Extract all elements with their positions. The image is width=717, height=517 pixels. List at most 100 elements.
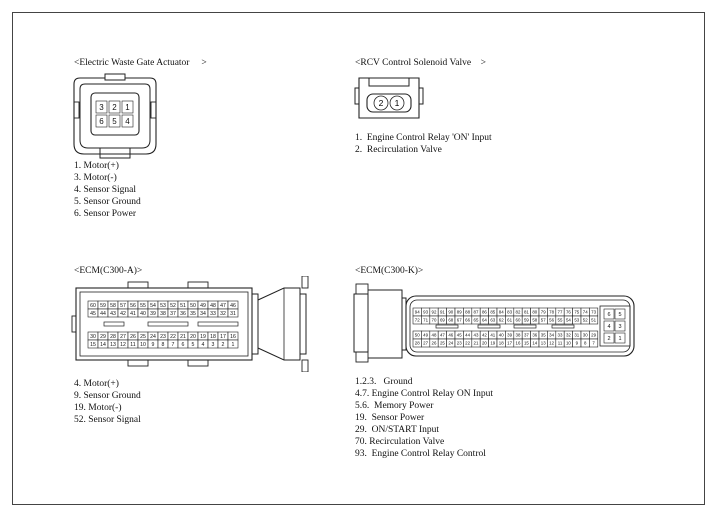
ecm-k-side-pin-label: 4 — [607, 324, 610, 330]
ecm-a-pin-label: 24 — [150, 334, 156, 340]
ecm-k-side-pin-box — [603, 320, 615, 332]
ecm-a-pin-label: 13 — [110, 342, 116, 348]
ewga-pin-item: 3. Motor(-) — [74, 173, 117, 183]
ecm-k-pin-label: 93 — [423, 310, 428, 315]
ecm-a-pin-label: 53 — [160, 303, 166, 309]
ecm-k-pin-label: 89 — [457, 310, 462, 315]
ecm-a-pin-label: 49 — [200, 303, 206, 309]
ecm-k-pin-label: 39 — [507, 333, 512, 338]
ecm-k-pin-label: 16 — [516, 341, 521, 346]
ecm-a-pin-item: 9. Sensor Ground — [74, 391, 141, 401]
ecm-a-pin-label: 21 — [180, 334, 186, 340]
ecm-k-pin-label: 86 — [482, 310, 487, 315]
ecm-k-pin-label: 33 — [558, 333, 563, 338]
ecm-k-pin-label: 32 — [566, 333, 571, 338]
ecm-a-pin-label: 2 — [222, 342, 225, 348]
ecm-a-pin-label: 4 — [202, 342, 205, 348]
ecm-k-pin-label: 85 — [490, 310, 495, 315]
ecm-k-side-pin-label: 3 — [618, 324, 621, 330]
ecm-a-pin-label: 29 — [100, 334, 106, 340]
rcv-pin-item: 2. Recirculation Valve — [355, 145, 442, 155]
ecm-a-pin-box — [227, 339, 239, 349]
ecm-a-pin-item: 19. Motor(-) — [74, 403, 122, 413]
ecm-a-pin-label: 52 — [170, 303, 176, 309]
ecm-a-pin-label: 18 — [210, 334, 216, 340]
ecm-k-pin-label: 12 — [549, 341, 554, 346]
ecm-k-side-pin-box — [614, 332, 626, 344]
ecm-k-pin-item: 1.2.3. Ground — [355, 377, 413, 387]
ecm-a-pin-label: 12 — [120, 342, 126, 348]
ecm-a-pin-label: 39 — [150, 311, 156, 317]
ecm-a-pin-label: 44 — [100, 311, 106, 317]
ecm-k-pin-label: 45 — [457, 333, 462, 338]
ecm-k-pin-label: 92 — [432, 310, 437, 315]
ecm-k-pin-label: 25 — [440, 341, 445, 346]
ewga-pin-item: 6. Sensor Power — [74, 209, 137, 219]
ewga-pin-item: 1. Motor(+) — [74, 161, 119, 171]
ecm-a-pin-label: 36 — [180, 311, 186, 317]
ecm-k-pin-label: 75 — [574, 310, 579, 315]
ecm-k-pin-label: 84 — [499, 310, 504, 315]
ecm-k-pin-label: 18 — [499, 341, 504, 346]
ecm-a-pin-label: 34 — [200, 311, 206, 317]
ecm-k-pin-label: 29 — [591, 333, 596, 338]
ewga-pin-list: 1. Motor(+) 3. Motor(-) 4. Sensor Signal… — [74, 160, 141, 220]
ecm-a-pin-label: 10 — [140, 342, 146, 348]
ecm-a-pin-label: 31 — [230, 311, 236, 317]
ecm-k-side-pin-label: 2 — [607, 336, 610, 342]
ecm-k-pin-item: 93. Engine Control Relay Control — [355, 449, 486, 459]
ecm-a-pin-label: 45 — [90, 311, 96, 317]
ecm-a-pin-label: 15 — [90, 342, 96, 348]
ecm-k-pin-label: 26 — [432, 341, 437, 346]
ecm-k-pin-label: 23 — [457, 341, 462, 346]
ecm-k-pin-label: 54 — [566, 318, 571, 323]
ecm-k-pin-label: 41 — [490, 333, 495, 338]
ecm-k-pin-item: 29. ON/START Input — [355, 425, 439, 435]
ecm-k-key-slot — [435, 324, 459, 329]
ecm-a-pin-label: 58 — [110, 303, 116, 309]
ecm-a-key-slot — [103, 321, 125, 327]
ecm-k-pin-label: 65 — [474, 318, 479, 323]
ecm-a-pin-box — [227, 308, 239, 318]
rcv-pin-item: 1. Engine Control Relay 'ON' Input — [355, 133, 492, 143]
ecm-k-pin-label: 78 — [549, 310, 554, 315]
ecm-k-pin-label: 40 — [499, 333, 504, 338]
ecm-k-pin-label: 42 — [482, 333, 487, 338]
ecm-k-pin-label: 9 — [576, 341, 579, 346]
ewga-cavity-label: 6 — [99, 117, 104, 126]
ecm-k-pin-label: 17 — [507, 341, 512, 346]
ewga-cavity-label: 4 — [125, 117, 130, 126]
ecm-k-pin-label: 88 — [465, 310, 470, 315]
ecm-a-pin-label: 20 — [190, 334, 196, 340]
page-frame — [12, 12, 705, 505]
ecm-k-pin-label: 28 — [415, 341, 420, 346]
ecm-k-pin-label: 94 — [415, 310, 420, 315]
ewga-cavity-box — [121, 114, 134, 128]
ecm-a-key-slot — [147, 321, 189, 327]
ecm-k-title: <ECM(C300-K)> — [355, 266, 424, 276]
ecm-a-title: <ECM(C300-A)> — [74, 266, 143, 276]
ecm-k-pin-box — [589, 315, 599, 325]
ecm-a-pin-label: 50 — [190, 303, 196, 309]
rcv-cavity-label: 1 — [395, 98, 400, 108]
ewga-title: <Electric Waste Gate Actuator > — [74, 58, 207, 68]
ecm-a-pin-label: 41 — [130, 311, 136, 317]
ecm-a-pin-label: 1 — [232, 342, 235, 348]
ecm-k-pin-label: 10 — [566, 341, 571, 346]
ecm-k-pin-label: 63 — [490, 318, 495, 323]
ecm-k-pin-label: 68 — [448, 318, 453, 323]
ecm-a-pin-label: 27 — [120, 334, 126, 340]
ecm-k-pin-label: 61 — [507, 318, 512, 323]
ewga-cavity-label: 5 — [112, 117, 117, 126]
ecm-k-pin-label: 82 — [516, 310, 521, 315]
ecm-k-pin-label: 51 — [591, 318, 596, 323]
ecm-k-pin-label: 67 — [457, 318, 462, 323]
ecm-k-pin-label: 13 — [541, 341, 546, 346]
ecm-k-key-slot — [551, 324, 575, 329]
ecm-k-pin-label: 83 — [507, 310, 512, 315]
ecm-k-pin-label: 27 — [423, 341, 428, 346]
ecm-k-pin-label: 81 — [524, 310, 529, 315]
ecm-k-pin-label: 70 — [432, 318, 437, 323]
ecm-k-pin-label: 87 — [474, 310, 479, 315]
